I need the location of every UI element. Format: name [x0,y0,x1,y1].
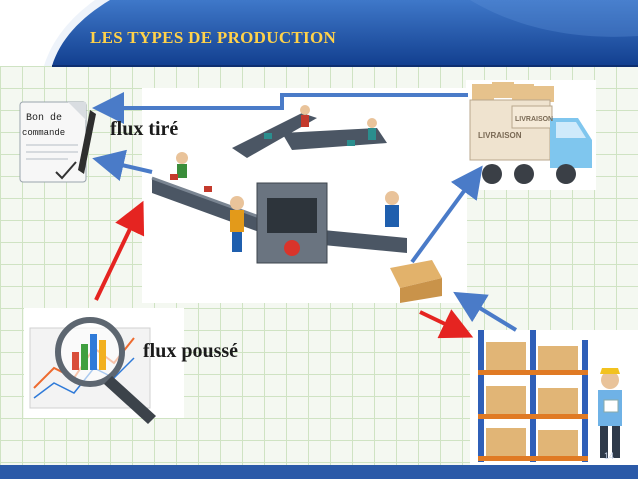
push-arrow-right [419,309,474,339]
order-form-image: Bon de commande [18,100,98,186]
pull-arrow-top [92,92,468,124]
header-swoosh [0,0,638,67]
truck-box-text: LIVRAISON [515,116,553,123]
push-flow-label: flux poussé [143,340,239,362]
delivery-truck-image: LIVRAISON LIVRAISON [466,80,596,190]
header-banner: LES TYPES DE PRODUCTION [0,0,638,70]
magnifier-chart-image [24,308,184,428]
line-to-truck-arrow [410,165,483,264]
production-line-image [142,88,467,303]
warehouse-image [470,330,638,468]
pull-arrow-line [92,149,153,181]
truck-side-text: LIVRAISON [478,131,522,140]
order-form-line1: Bon de [26,112,62,124]
push-arrow-up [94,200,145,301]
pull-flow-label: flux tiré [110,118,179,140]
slide-title: LES TYPES DE PRODUCTION [90,28,337,47]
bottom-bar [0,465,638,479]
warehouse-to-box-arrow [453,291,518,332]
page-number: 14 [603,451,614,461]
order-form-line2: commande [22,128,65,138]
